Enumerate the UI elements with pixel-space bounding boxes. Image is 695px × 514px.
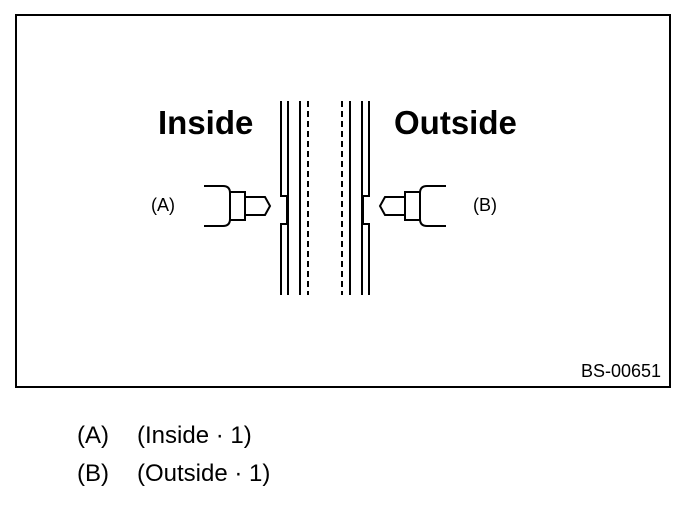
legend-item: (B) (Outside · 1) bbox=[77, 462, 270, 500]
legend-text: (Inside · 1) bbox=[137, 422, 252, 449]
diagram-frame: Inside Outside (A) (B) BS-00651 bbox=[15, 14, 671, 388]
callout-b-label: (B) bbox=[473, 195, 497, 215]
legend-item: (A) (Inside · 1) bbox=[77, 424, 270, 462]
electrode-b bbox=[378, 185, 446, 227]
legend-key: (B) bbox=[77, 460, 109, 487]
callout-a-label: (A) bbox=[151, 195, 175, 215]
outside-heading: Outside bbox=[394, 104, 517, 141]
legend-text: (Outside · 1) bbox=[137, 460, 271, 487]
legend-key: (A) bbox=[77, 422, 109, 449]
legend: (A) (Inside · 1) (B) (Outside · 1) bbox=[77, 424, 270, 500]
door-cross-section-drawing bbox=[204, 101, 446, 295]
figure-id: BS-00651 bbox=[580, 361, 661, 381]
outside-panel-outer-line bbox=[362, 101, 370, 295]
electrode-a bbox=[204, 185, 272, 227]
inside-panel-outer-line bbox=[280, 101, 288, 295]
inside-heading: Inside bbox=[158, 104, 254, 141]
